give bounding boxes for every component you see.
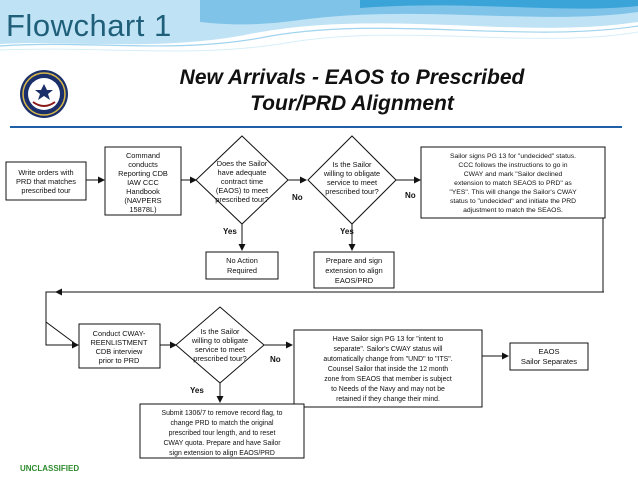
node-text-line: Sailor Separates: [521, 357, 577, 366]
node-text-line: prescribed tour length, and to reset: [169, 430, 276, 437]
node-text-line: 15878L): [129, 205, 156, 214]
node-text-line: PRD that matches: [16, 177, 76, 186]
node-text-line: CWAY and mark "Sailor declined: [464, 171, 563, 178]
node-text-line: Conduct CWAY-: [93, 329, 146, 338]
node-text-line: extension to match SEAOS to PRD" as: [454, 180, 572, 187]
label-obligate2-no: No: [270, 355, 281, 364]
node-text-line: CDB interview: [96, 347, 143, 356]
node-text-line: conducts: [128, 160, 158, 169]
node-no-action: No Action Required: [205, 251, 279, 280]
node-text-line: willing to obligate: [191, 336, 248, 345]
node-text-line: IAW CCC: [127, 178, 159, 187]
node-text-line: (NAVPERS: [124, 196, 161, 205]
node-conduct-cway: Conduct CWAY- REENLISTMENT CDB interview…: [78, 323, 161, 369]
node-text-line: prescribed tour?: [215, 195, 268, 204]
node-text-line: contract time: [221, 177, 263, 186]
node-decision-eaos: Does the Sailor have adequate contract t…: [195, 135, 289, 225]
node-text-line: prior to PRD: [99, 356, 140, 365]
connectors: [45, 176, 604, 403]
label-obligate1-no: No: [405, 191, 416, 200]
navy-seal-icon: [20, 70, 68, 118]
node-command-conducts: Command conducts Reporting CDB IAW CCC H…: [104, 146, 182, 216]
node-text-line: Counsel Sailor that inside the 12 month: [328, 366, 448, 373]
node-text-line: change PRD to match the original: [170, 420, 274, 427]
node-text-line: willing to obligate: [323, 169, 380, 178]
node-text-line: prescribed tour?: [193, 354, 246, 363]
node-text-line: service to meet: [327, 178, 377, 187]
node-text-line: automatically change from "UND" to "ITS"…: [323, 356, 452, 363]
node-text-line: prescribed tour: [21, 186, 71, 195]
node-text-line: CCC follows the instructions to go in: [458, 162, 567, 169]
node-text-line: prescribed tour?: [325, 187, 378, 196]
node-text-line: Is the Sailor: [200, 327, 240, 336]
node-text-line: have adequate: [218, 168, 267, 177]
label-obligate1-yes: Yes: [340, 227, 354, 236]
node-sign-pg13-undecided: Sailor signs PG 13 for "undecided" statu…: [420, 146, 606, 219]
header-banner: [0, 0, 638, 60]
node-text-line: extension to align: [325, 266, 383, 275]
node-text-line: status to "undecided" and initiate the P…: [450, 198, 576, 205]
node-text-line: service to meet: [195, 345, 245, 354]
node-prepare-sign: Prepare and sign extension to align EAOS…: [313, 251, 395, 289]
diagram-heading-line1: New Arrivals - EAOS to Prescribed: [180, 66, 526, 89]
slide-title: Flowchart 1: [6, 8, 172, 43]
classification-footer: UNCLASSIFIED: [20, 464, 80, 473]
node-text-line: sign extension to align EAOS/PRD: [169, 450, 275, 457]
node-text-line: EAOS/PRD: [335, 276, 373, 285]
node-text-line: CWAY quota. Prepare and have Sailor: [163, 440, 281, 447]
node-write-orders: Write orders with PRD that matches presc…: [5, 161, 87, 201]
node-decision-obligate-2: Is the Sailor willing to obligate servic…: [175, 306, 265, 384]
node-text-line: REENLISTMENT: [90, 338, 148, 347]
node-text-line: EAOS: [538, 347, 559, 356]
label-obligate2-yes: Yes: [190, 386, 204, 395]
node-text-line: retained if they change their mind.: [336, 396, 440, 403]
node-text-line: Submit 1306/7 to remove record flag, to: [161, 410, 282, 417]
node-text-line: Reporting CDB: [118, 169, 168, 178]
node-text-line: Required: [227, 266, 257, 275]
node-text-line: Handbook: [126, 187, 160, 196]
node-text-line: Does the Sailor: [217, 159, 268, 168]
node-text-line: No Action: [226, 256, 258, 265]
node-text-line: adjustment to match the SEAOS.: [463, 207, 563, 214]
node-text-line: Prepare and sign: [326, 256, 382, 265]
node-text-line: separate". Sailor's CWAY status will: [334, 346, 443, 353]
node-text-line: Is the Sailor: [332, 160, 372, 169]
node-text-line: to Needs of the Navy and may not be: [331, 386, 445, 393]
node-eaos-separates: EAOS Sailor Separates: [509, 342, 589, 371]
node-sign-pg13-separate: Have Sailor sign PG 13 for "intent to se…: [293, 329, 483, 408]
label-eaos-no: No: [292, 193, 303, 202]
node-text-line: (EAOS) to meet: [216, 186, 268, 195]
label-eaos-yes: Yes: [223, 227, 237, 236]
node-text-line: Write orders with: [18, 168, 73, 177]
node-text-line: "YES". This will change the Sailor's CWA…: [449, 189, 577, 196]
diagram-heading-line2: Tour/PRD Alignment: [250, 92, 455, 115]
node-decision-obligate-1: Is the Sailor willing to obligate servic…: [307, 135, 397, 225]
node-text-line: Command: [126, 151, 160, 160]
node-text-line: zone from SEAOS that member is subject: [324, 376, 452, 383]
node-text-line: Have Sailor sign PG 13 for "intent to: [333, 336, 444, 343]
node-submit-1306: Submit 1306/7 to remove record flag, to …: [139, 403, 305, 459]
node-text-line: Sailor signs PG 13 for "undecided" statu…: [450, 153, 576, 160]
